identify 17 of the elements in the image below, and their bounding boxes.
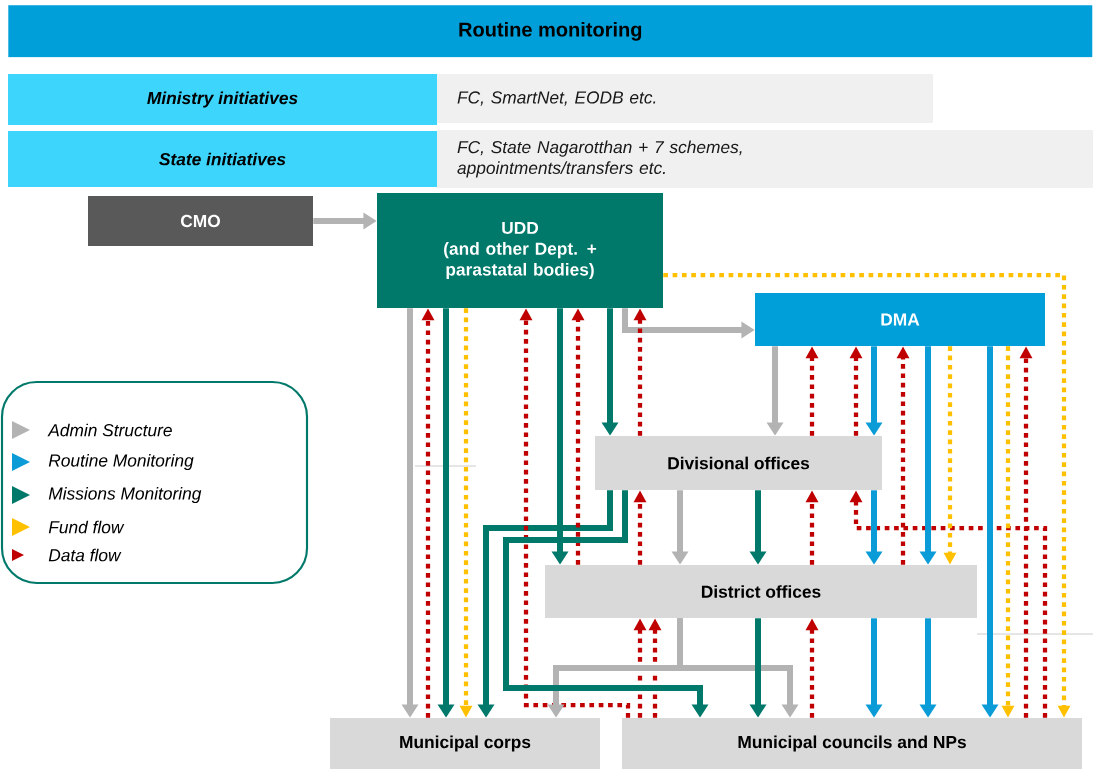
legend-label: Routine Monitoring xyxy=(48,453,194,471)
description-band: FC, SmartNet, EODB etc. xyxy=(437,74,933,123)
office-box: Municipal councils and NPs xyxy=(622,718,1082,769)
initiative-band: Ministry initiatives xyxy=(8,74,437,125)
legend-label: Admin Structure xyxy=(47,423,172,437)
legend-label: Data flow xyxy=(48,548,122,562)
initiative-band: State initiatives xyxy=(8,131,437,187)
legend-label: Missions Monitoring xyxy=(48,486,202,504)
office-box: Municipal corps xyxy=(330,718,600,769)
org-box: DMA xyxy=(755,293,1045,346)
description-band: FC, State Nagarotthan + 7 schemes, appointments/transfers etc. xyxy=(437,130,1093,188)
title-band: Routine monitoring xyxy=(8,5,1093,58)
office-box: District offices xyxy=(545,565,977,618)
org-box: CMO xyxy=(88,196,313,246)
org-box: UDD (and other Dept. + parastatal bodies) xyxy=(377,193,663,308)
legend-label: Fund flow xyxy=(48,520,125,534)
office-box: Divisional offices xyxy=(595,436,882,490)
